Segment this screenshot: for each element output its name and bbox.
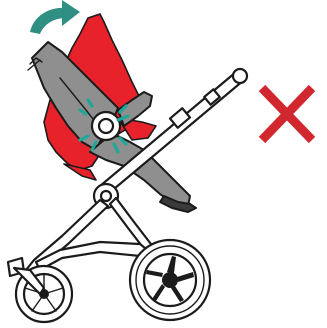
frame-hinge-inner	[101, 191, 111, 201]
hub-inner	[99, 119, 113, 133]
arrow-head	[62, 0, 80, 26]
curved-arrow-icon	[30, 0, 80, 34]
front-wheel	[14, 266, 72, 322]
rear-wheel	[130, 240, 210, 320]
rear-hub	[162, 272, 178, 288]
handlebar-grip-end	[233, 69, 247, 83]
cross-icon	[262, 88, 312, 140]
